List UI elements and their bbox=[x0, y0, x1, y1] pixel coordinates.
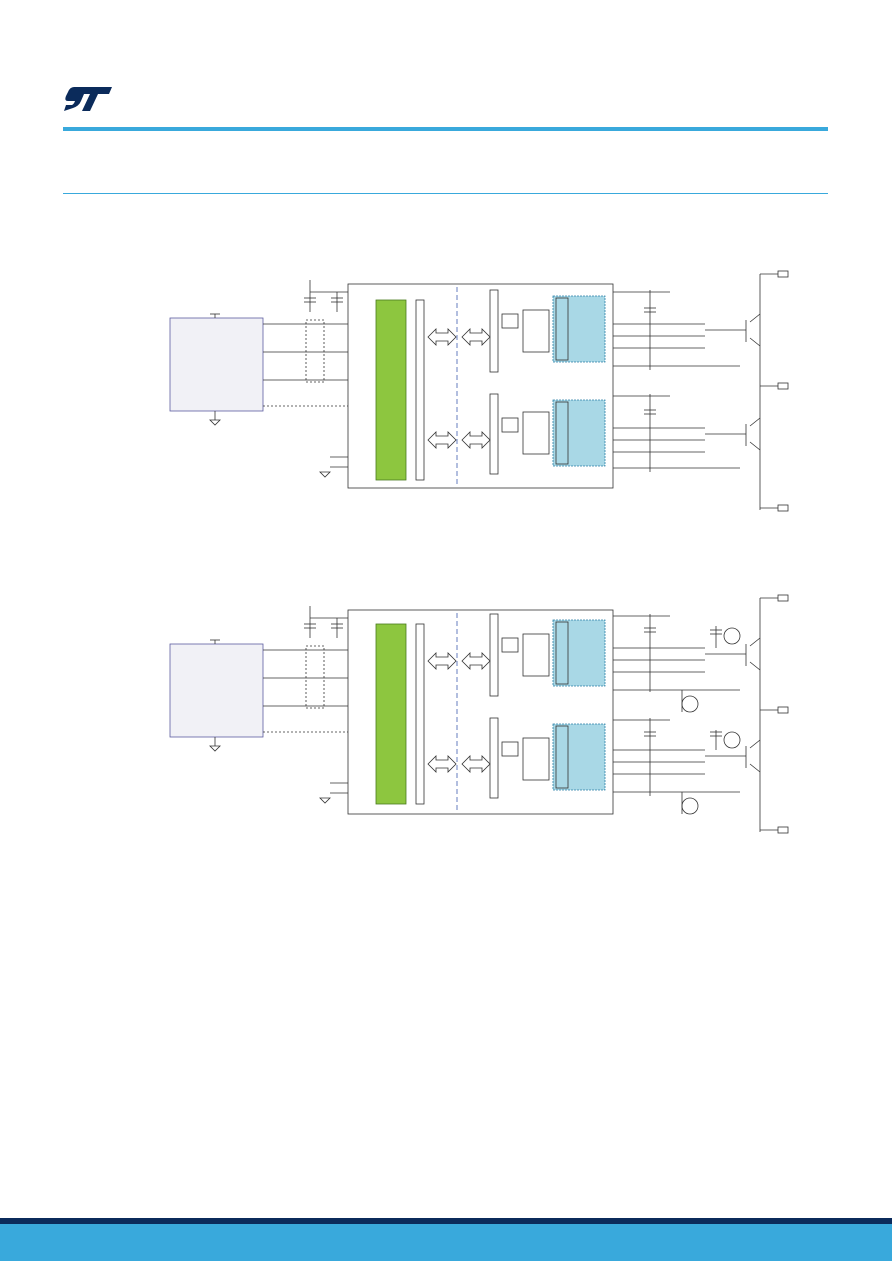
output-stage-2 bbox=[552, 723, 606, 791]
output-stage-1 bbox=[552, 295, 606, 363]
section-rule bbox=[63, 193, 828, 194]
header-rule bbox=[63, 127, 828, 131]
gate-driver-ic-outline bbox=[347, 283, 614, 489]
isolation-logic-block bbox=[375, 299, 407, 481]
output-stage-1 bbox=[552, 619, 606, 687]
st-logo-icon bbox=[64, 87, 112, 111]
output-stage-2 bbox=[552, 399, 606, 467]
footer-band bbox=[0, 1224, 892, 1261]
footer-band-dark bbox=[0, 1218, 892, 1224]
microcontroller-block bbox=[169, 317, 264, 412]
application-diagram-2 bbox=[169, 594, 789, 834]
isolation-logic-block bbox=[375, 623, 407, 805]
microcontroller-block bbox=[169, 643, 264, 738]
gate-driver-ic-outline bbox=[347, 609, 614, 815]
application-diagram-1 bbox=[169, 270, 789, 512]
